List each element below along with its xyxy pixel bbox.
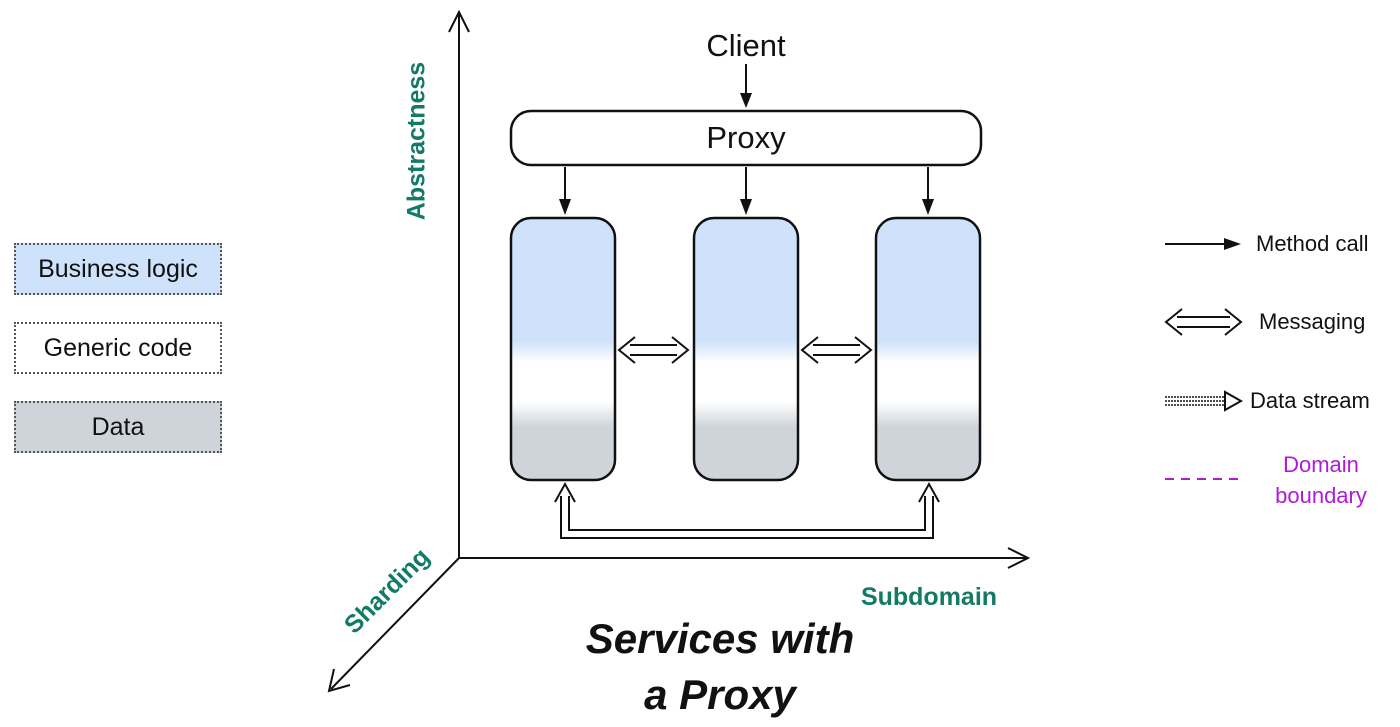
service-1 bbox=[509, 216, 617, 482]
business-logic-legend-label: Business logic bbox=[38, 254, 198, 283]
method-call-legend-symbol bbox=[1165, 238, 1241, 250]
messaging-arrow-1-3 bbox=[554, 481, 940, 539]
data-stream-legend-symbol bbox=[1165, 390, 1244, 412]
vertical-axis-label: Abstractness bbox=[403, 62, 431, 220]
diagram-title-line-2: a Proxy bbox=[644, 671, 798, 718]
generic-code-legend-label: Generic code bbox=[43, 333, 193, 362]
horizontal-axis-label: Subdomain bbox=[861, 583, 997, 611]
depth-axis-label: Sharding bbox=[339, 543, 435, 639]
messaging-legend-label: Messaging bbox=[1259, 309, 1365, 334]
proxy-box bbox=[509, 109, 983, 167]
horizontal-axis-arrowhead bbox=[1007, 547, 1031, 569]
domain-boundary-legend-label-line-2: boundary bbox=[1275, 483, 1367, 508]
data-stream-legend-label: Data stream bbox=[1250, 388, 1370, 413]
method-call-legend-label: Method call bbox=[1256, 231, 1369, 256]
axes bbox=[327, 9, 1031, 693]
depth-axis bbox=[330, 557, 460, 690]
generic-code-legend: Generic code bbox=[14, 322, 222, 374]
messaging-arrow-1-2 bbox=[617, 336, 690, 364]
vertical-axis-arrowhead bbox=[448, 9, 470, 33]
data-legend-label: Data bbox=[91, 412, 145, 441]
service-2 bbox=[692, 216, 800, 482]
data-legend: Data bbox=[14, 401, 222, 453]
diagram-title-line-1: Services with bbox=[586, 615, 854, 662]
client-label: Client bbox=[706, 28, 786, 63]
messaging-arrow-2-3 bbox=[800, 336, 873, 364]
service-3 bbox=[874, 216, 982, 482]
depth-axis-arrowhead bbox=[327, 668, 351, 693]
business-logic-legend: Business logic bbox=[14, 243, 222, 295]
arrow-legend: Method call Messaging Data stream Domain… bbox=[1164, 231, 1370, 508]
messaging-legend-symbol bbox=[1164, 308, 1243, 336]
proxy-label: Proxy bbox=[706, 120, 786, 155]
client-to-proxy-arrow bbox=[740, 64, 752, 108]
domain-boundary-legend-label-line-1: Domain bbox=[1283, 452, 1359, 477]
proxy-to-service-arrows bbox=[559, 167, 934, 215]
